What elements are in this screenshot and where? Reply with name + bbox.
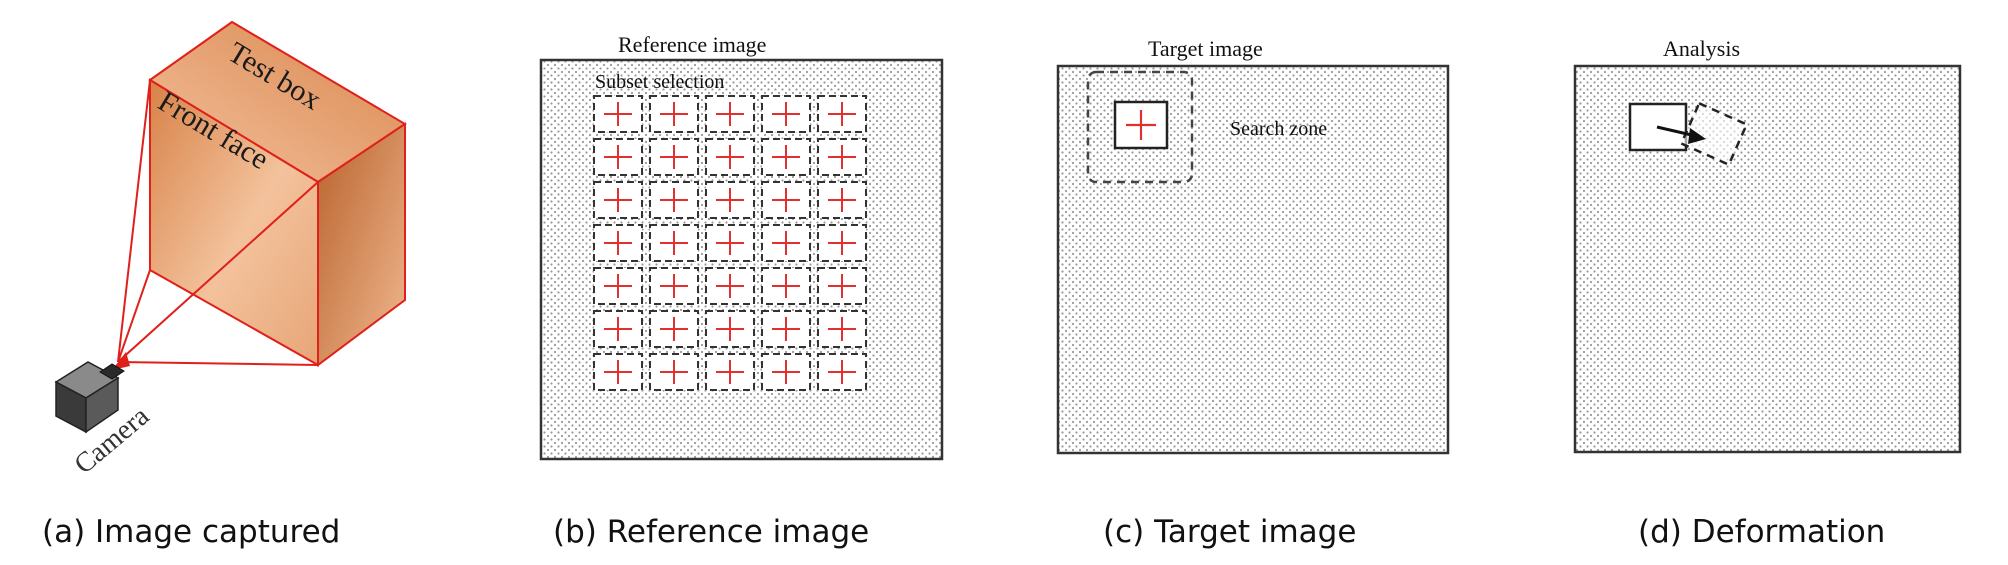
target-image-title: Target image bbox=[1148, 36, 1263, 61]
subset-cell bbox=[761, 267, 811, 305]
panel-a-image-captured: Test box Front face Camera (a) Image cap… bbox=[42, 20, 407, 550]
subset-cell bbox=[817, 181, 867, 219]
subset-cell bbox=[761, 138, 811, 176]
subset-cell bbox=[705, 138, 755, 176]
deformed-subset-box bbox=[1679, 101, 1749, 167]
subset-cell bbox=[593, 224, 643, 262]
subset-cell bbox=[817, 353, 867, 391]
caption-d: (d) Deformation bbox=[1638, 514, 1885, 550]
reference-image-title: Reference image bbox=[618, 32, 766, 57]
subset-cell bbox=[705, 353, 755, 391]
subset-cell bbox=[649, 310, 699, 348]
camera-icon bbox=[54, 361, 125, 434]
subset-cell bbox=[593, 353, 643, 391]
subset-cell bbox=[593, 138, 643, 176]
subset-cell bbox=[705, 224, 755, 262]
caption-b: (b) Reference image bbox=[553, 514, 869, 550]
subset-cell bbox=[817, 224, 867, 262]
search-zone-box bbox=[1086, 70, 1194, 184]
subset-cell bbox=[761, 353, 811, 391]
subset-selection-label: Subset selection bbox=[595, 71, 724, 93]
subset-cell bbox=[761, 310, 811, 348]
panel-d-deformation: Analysis (d) Deformation bbox=[1573, 36, 1962, 550]
subset-cell bbox=[817, 310, 867, 348]
subset-cell bbox=[761, 95, 811, 133]
subset-cell bbox=[817, 95, 867, 133]
subset-cell bbox=[649, 95, 699, 133]
subset-cell bbox=[649, 138, 699, 176]
subset-cell bbox=[649, 181, 699, 219]
view-arrowhead bbox=[112, 352, 130, 370]
caption-a: (a) Image captured bbox=[42, 514, 340, 550]
caption-c: (c) Target image bbox=[1103, 514, 1356, 550]
subset-cell bbox=[593, 267, 643, 305]
subset-cell bbox=[649, 267, 699, 305]
displacement-arrow bbox=[1656, 125, 1706, 144]
subset-cell bbox=[593, 95, 643, 133]
subset-cell bbox=[593, 181, 643, 219]
analysis-title: Analysis bbox=[1663, 36, 1740, 61]
subset-cell bbox=[705, 95, 755, 133]
panel-c-target-image: Target image Search zone (c) Target imag… bbox=[1056, 36, 1450, 550]
subset-cell bbox=[761, 224, 811, 262]
subset-cell bbox=[817, 267, 867, 305]
subset-cell bbox=[705, 267, 755, 305]
subset-grid bbox=[593, 95, 867, 391]
subset-cell bbox=[649, 224, 699, 262]
subset-cell bbox=[705, 310, 755, 348]
panel-b-reference-image: Reference image Subset selection (b) Ref… bbox=[539, 32, 944, 550]
camera-view-lines bbox=[117, 79, 319, 366]
subset-cell bbox=[593, 310, 643, 348]
subset-cell bbox=[705, 181, 755, 219]
test-box-side-face bbox=[317, 122, 406, 367]
subset-cell bbox=[817, 138, 867, 176]
subset-cell bbox=[649, 353, 699, 391]
subset-center-cross bbox=[1126, 110, 1156, 140]
subset-cell bbox=[761, 181, 811, 219]
search-zone-label: Search zone bbox=[1230, 118, 1327, 140]
